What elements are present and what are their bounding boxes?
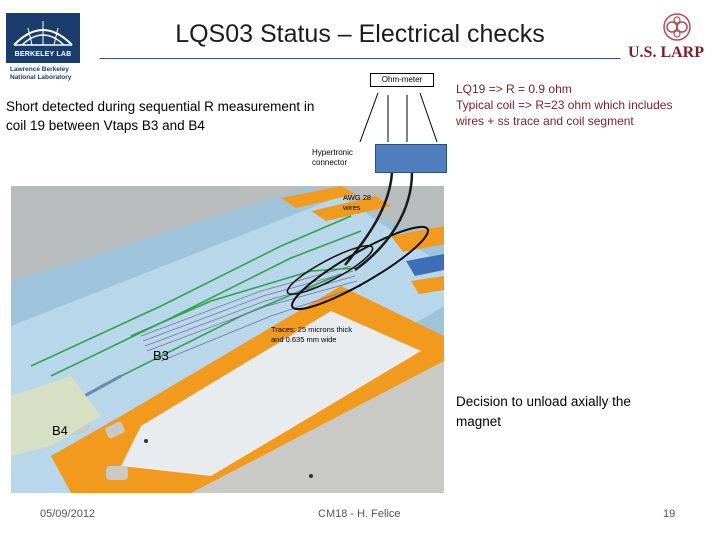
lower-pad [11, 376, 101, 456]
footer-author: CM18 - H. Felice [318, 508, 401, 520]
lq19-line: wires + ss trace and coil segment [456, 114, 634, 128]
lq19-line: LQ19 => R = 0.9 ohm [456, 82, 572, 96]
berkeley-lab-subtitle: Lawrence Berkeley National Laboratory [10, 66, 100, 82]
awg-label-line: wires [343, 203, 361, 212]
hypertronic-label: Hypertronic connector [312, 148, 372, 168]
trace-board-window [121, 311, 421, 476]
decision-line: magnet [456, 414, 502, 429]
berkeley-lab-wordmark: BERKELEY LAB [14, 51, 72, 58]
vtap-b3-label: B3 [153, 348, 169, 363]
footer-page-number: 19 [663, 508, 676, 520]
traces-label-line: and 0.635 mm wide [271, 335, 337, 344]
decision-line: Decision to unload axially the [456, 394, 631, 409]
hypertronic-label-line: Hypertronic [312, 148, 353, 157]
berkeley-lab-subtitle-line: National Laboratory [10, 74, 72, 81]
larp-emblem-icon [663, 13, 691, 41]
lq19-resistance-text: LQ19 => R = 0.9 ohm Typical coil => R=23… [456, 81, 716, 129]
berkeley-lab-subtitle-line: Lawrence Berkeley [10, 66, 69, 73]
marker-dot [144, 439, 148, 443]
title-divider [100, 58, 620, 59]
ohm-meter-label: Ohm-meter [370, 73, 434, 87]
short-detected-line: Short detected during sequential R measu… [6, 99, 315, 114]
short-detected-text: Short detected during sequential R measu… [6, 97, 351, 135]
traces-label-line: Traces: 25 microns thick [271, 325, 352, 334]
ohm-meter-lead [419, 92, 438, 143]
lq19-line: Typical coil => R=23 ohm which includes [456, 98, 673, 112]
ohm-meter-lead [359, 92, 379, 143]
page-title: LQS03 Status – Electrical checks [175, 20, 545, 48]
larp-logo-text: U.S. LARP [628, 44, 705, 61]
traces-label: Traces: 25 microns thick and 0.635 mm wi… [271, 325, 381, 345]
decision-text: Decision to unload axially the magnet [456, 392, 686, 432]
hypertronic-connector [375, 144, 447, 173]
marker-dot [309, 474, 313, 478]
berkeley-lab-logo: BERKELEY LAB [6, 13, 80, 63]
footer-date: 05/09/2012 [40, 508, 96, 520]
vtap-b4-label: B4 [52, 423, 68, 438]
hypertronic-label-line: connector [312, 158, 348, 167]
berkeley-lab-emblem-icon [13, 21, 73, 46]
short-detected-line: coil 19 between Vtaps B3 and B4 [6, 118, 205, 133]
awg-wires-label: AWG 28 wires [343, 193, 383, 213]
awg-label-line: AWG 28 [343, 193, 372, 202]
